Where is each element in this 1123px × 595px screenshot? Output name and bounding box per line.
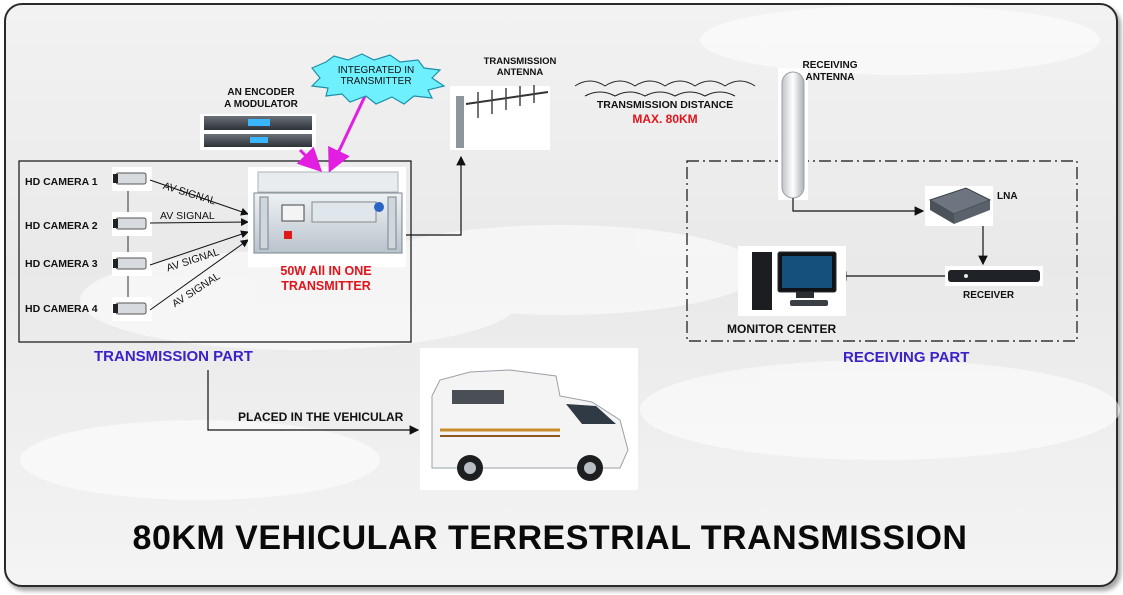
transmission-part-label: TRANSMISSION PART: [94, 348, 253, 365]
placed-in-vehicle-label: PLACED IN THE VEHICULAR: [238, 410, 404, 424]
transmitter-to-antenna-line: [406, 155, 466, 236]
page-title: 80KM VEHICULAR TERRESTRIAL TRANSMISSION: [132, 519, 968, 557]
camera-label-1: HD CAMERA 1: [25, 176, 98, 188]
av-arrow-3: [149, 230, 249, 266]
monitor-center-label: MONITOR CENTER: [727, 322, 837, 336]
camera-icon-3: [112, 252, 152, 276]
encoder-to-transmitter-arrow: [296, 146, 323, 173]
av-arrow-2: [149, 218, 249, 227]
antenna-to-lna-arrow: [792, 198, 925, 216]
receiver-label: RECEIVER: [963, 290, 1015, 301]
transmitter-label: 50W All IN ONE TRANSMITTER: [262, 264, 390, 294]
camera-label-4: HD CAMERA 4: [25, 303, 98, 315]
callout-line2: TRANSMITTER: [340, 76, 412, 87]
av-signal-label-2: AV SIGNAL: [160, 210, 215, 222]
receiver-icon: [945, 266, 1043, 286]
tx-antenna-line1: TRANSMISSION: [483, 56, 557, 67]
camera-icon-1: [112, 167, 152, 191]
transmission-antenna-icon: [450, 85, 550, 150]
radio-waves: [574, 80, 756, 97]
distance-value: MAX. 80KM: [632, 112, 698, 126]
encoder-modulator-icon: [200, 114, 316, 150]
receiving-antenna-label: RECEIVING ANTENNA: [800, 60, 860, 84]
receiving-part-label: RECEIVING PART: [843, 349, 970, 366]
monitor-center-icon: [738, 246, 846, 316]
transmission-antenna-label: TRANSMISSION ANTENNA: [470, 56, 570, 78]
callout-to-transmitter-arrow: [328, 95, 367, 173]
transmission-part-box: [18, 160, 412, 343]
distance-label: TRANSMISSION DISTANCE MAX. 80KM: [583, 98, 747, 126]
encoder-label-line1: AN ENCODER: [227, 87, 295, 98]
lna-label: LNA: [997, 191, 1018, 202]
transmitter-line2: TRANSMITTER: [281, 279, 371, 293]
integrated-callout-label: INTEGRATED IN TRANSMITTER: [326, 65, 426, 87]
motorhome-vehicle-icon: [420, 348, 638, 490]
av-arrow-1: [149, 179, 249, 216]
encoder-label-line2: A MODULATOR: [224, 99, 298, 110]
tx-antenna-line2: ANTENNA: [496, 67, 544, 78]
lna-icon: [925, 186, 993, 226]
camera-icon-2: [112, 212, 152, 236]
cloud-backdrop: [20, 5, 1120, 500]
encoder-label: AN ENCODER A MODULATOR: [216, 87, 306, 111]
av-arrow-4: [149, 239, 249, 311]
camera-icon-4: [112, 297, 152, 321]
part-to-vehicle-arrow: [207, 370, 420, 435]
transmitter-icon: [248, 167, 406, 267]
transmitter-line1: 50W All IN ONE: [280, 264, 372, 278]
callout-line1: INTEGRATED IN: [337, 65, 415, 76]
rx-antenna-line1: RECEIVING: [802, 60, 858, 71]
camera-label-2: HD CAMERA 2: [25, 220, 98, 232]
receiving-antenna-icon: [778, 68, 808, 200]
rx-antenna-line2: ANTENNA: [805, 72, 855, 83]
distance-caption: TRANSMISSION DISTANCE: [596, 99, 734, 111]
integrated-callout-shape: [310, 53, 446, 105]
receiving-part-box: [686, 160, 1078, 342]
camera-label-3: HD CAMERA 3: [25, 258, 98, 270]
